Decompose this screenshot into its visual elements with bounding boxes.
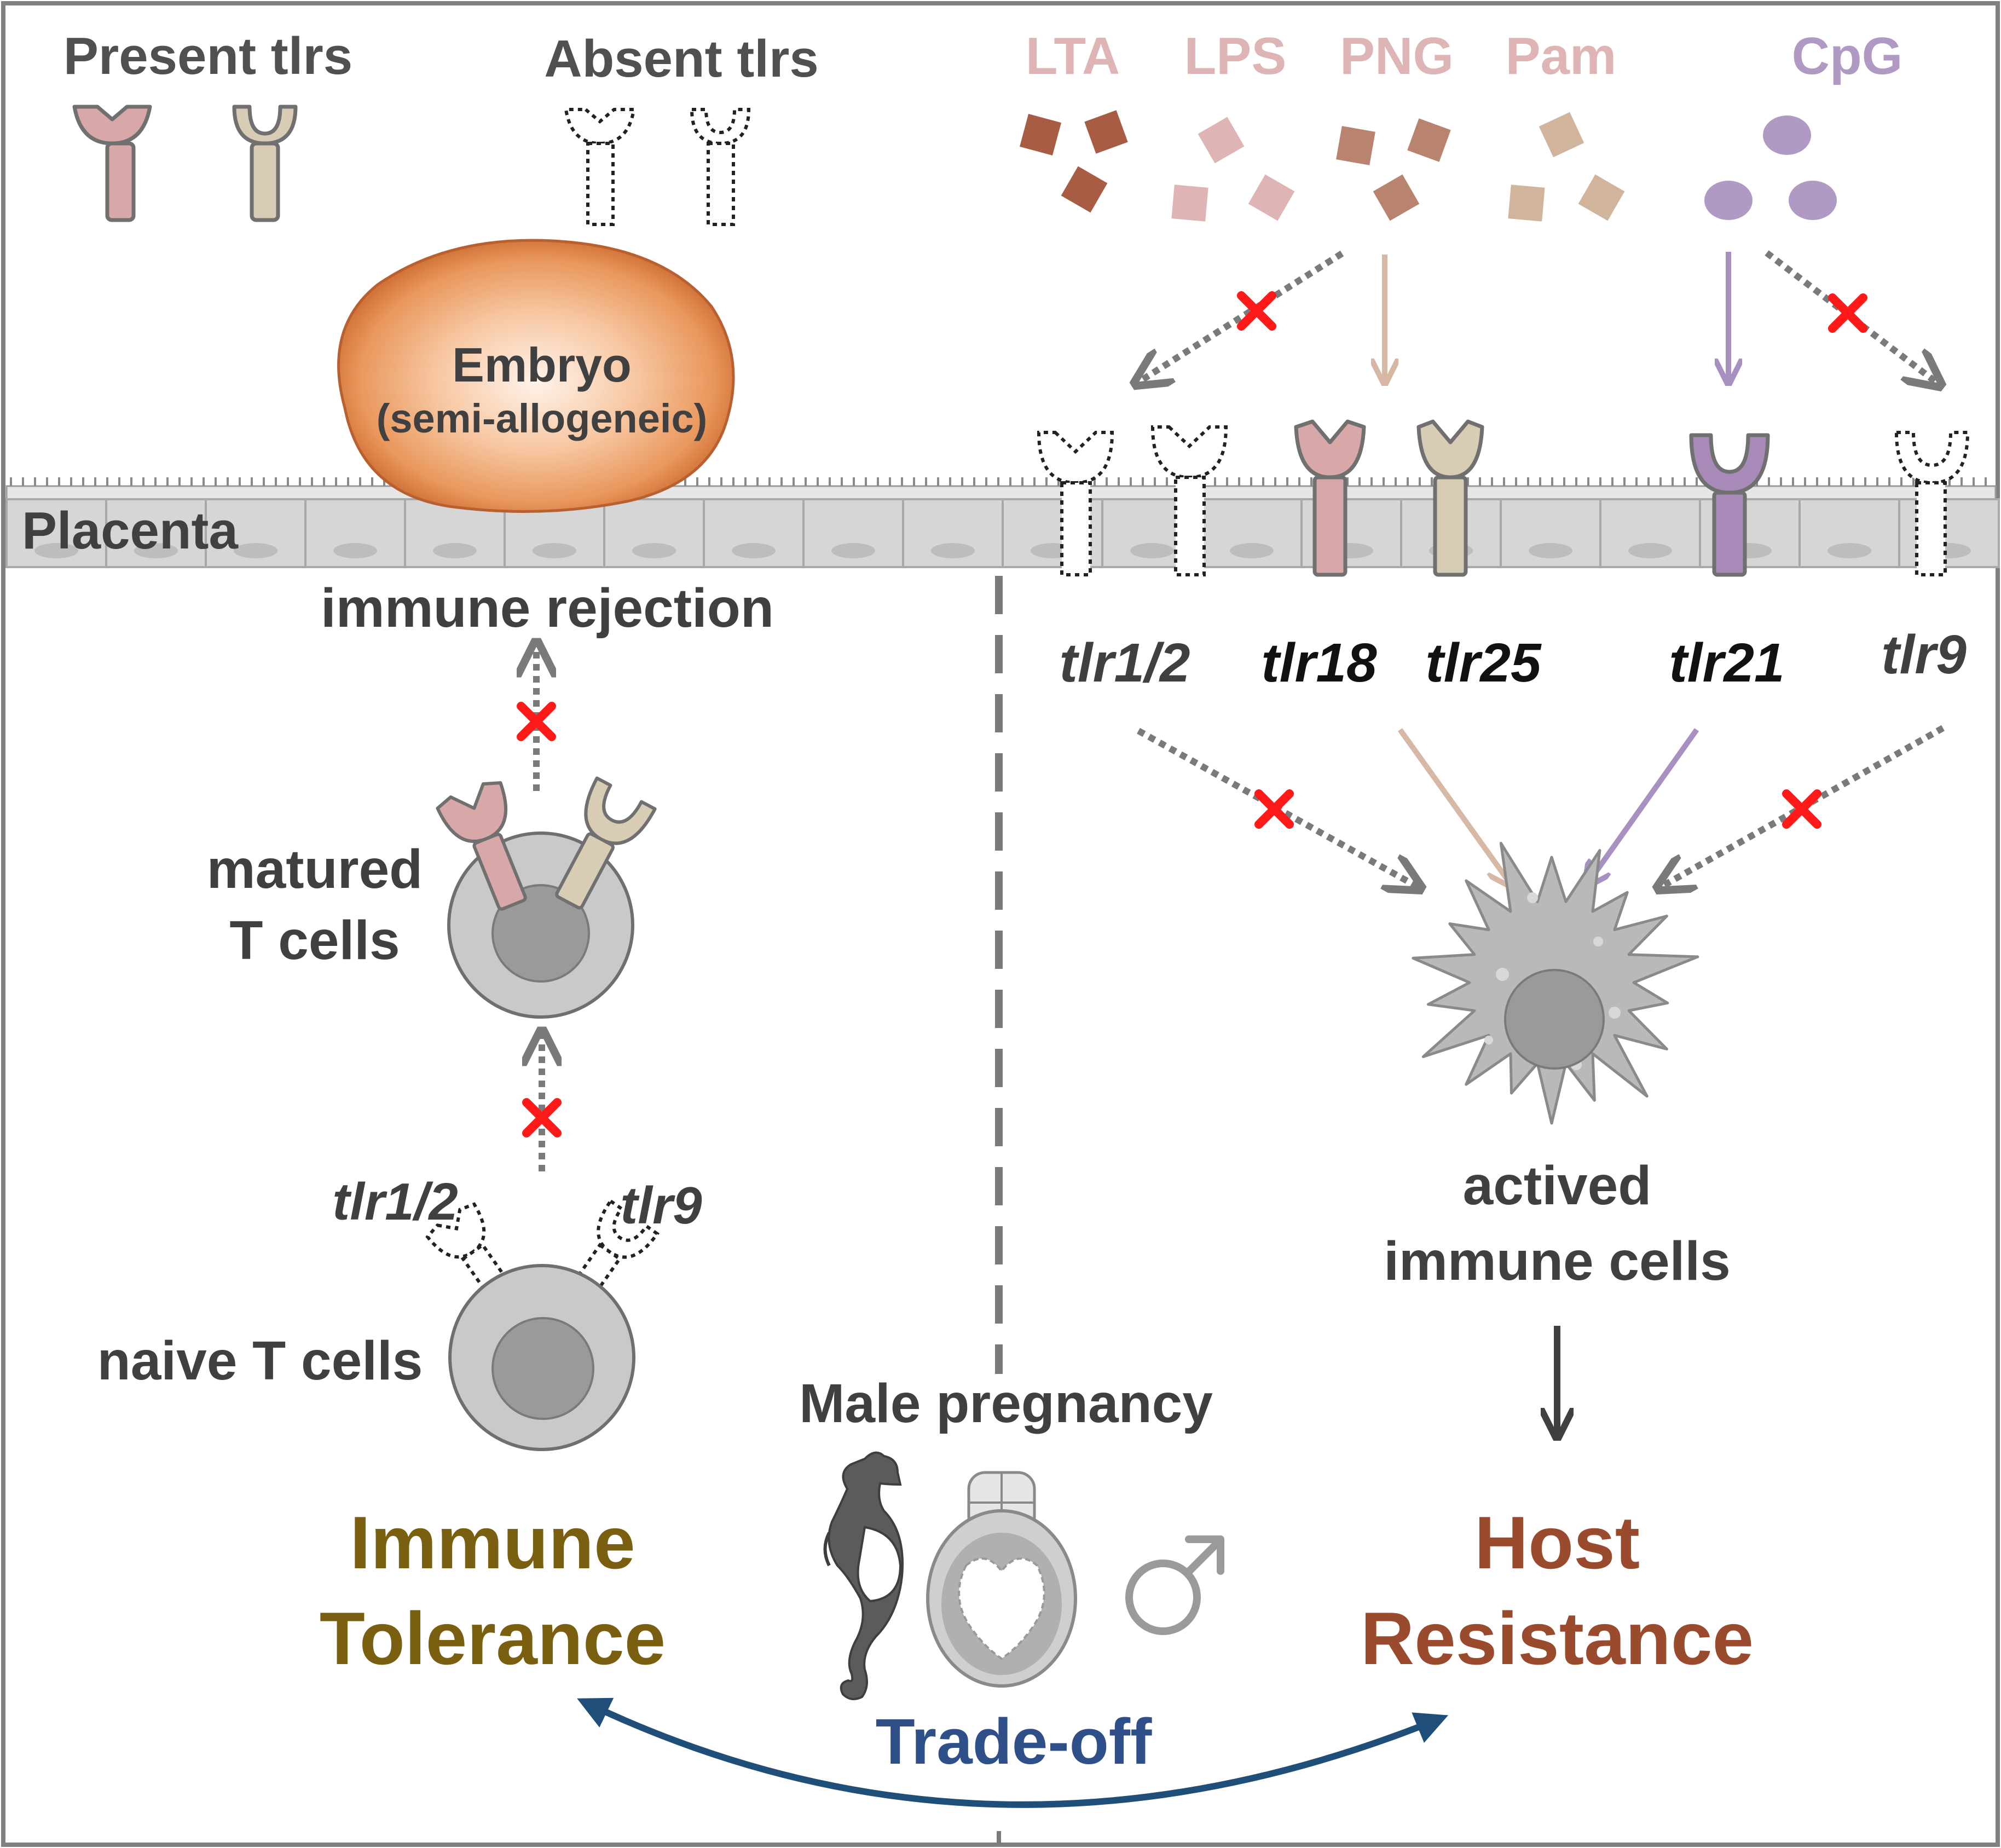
naive-tlr12-label: tlr1/2 [332,1173,458,1231]
blocked-x-icon [1832,298,1863,328]
placenta-receptor-tlr1 [1037,431,1114,576]
tradeoff-label: Trade-off [876,1706,1152,1778]
brood-pouch-icon [926,1471,1077,1688]
arrow-ligand-to-tlr12-blocked [1138,250,1344,382]
placenta-receptor-tlr2 [1150,425,1228,576]
naive-t-cells-label: naive T cells [97,1330,423,1391]
activated-immune-cells-line1: actived [1463,1155,1652,1216]
male-pregnancy-label: Male pregnancy [799,1373,1213,1434]
matured-t-cell [436,776,657,1019]
placenta-receptor-tlr18 [1294,419,1366,577]
legend-receptor-absent-1 [564,108,636,226]
placenta-receptor-tlr21 [1689,433,1770,577]
ligand-cpg-label: CpG [1792,27,1903,85]
placenta-receptor-tlr25 [1416,419,1484,577]
legend-receptor-pink [72,105,152,222]
matured-t-cells-label-1: matured [207,839,423,900]
tlr25-label: tlr25 [1425,632,1542,694]
arrow-tlr18-tlr25-to-cell [1397,728,1511,884]
blocked-x-icon [521,706,552,737]
ligand-pam-particles [1508,112,1625,222]
legend-receptor-beige [232,105,298,222]
placenta-label: Placenta [22,501,238,560]
ligand-lps-particles [1171,117,1295,222]
matured-t-cells-label-2: T cells [229,910,400,971]
host-resistance-line2: Resistance [1361,1597,1754,1680]
ligand-lta-label: LTA [1026,27,1120,85]
arrow-tlr21-to-cell [1587,728,1699,884]
embryo: Embryo (semi-allogeneic) [337,239,735,513]
tlr9-label: tlr9 [1881,624,1967,685]
immune-tolerance-line2: Tolerance [320,1597,666,1680]
naive-t-cell [425,1198,660,1451]
present-tlrs-label: Present tlrs [63,27,352,85]
ligand-cpg-particles [1704,116,1837,220]
tlr18-label: tlr18 [1261,632,1377,694]
tradeoff-arrow [577,1697,1449,1808]
ligand-pam-label: Pam [1506,27,1617,85]
ligand-lps-label: LPS [1184,27,1287,85]
activated-immune-cell-icon [1412,841,1699,1125]
absent-tlrs-label: Absent tlrs [544,30,818,88]
tlr21-label: tlr21 [1669,632,1784,694]
ligand-lta-particles [1020,110,1128,213]
immune-tolerance-line1: Immune [350,1501,635,1584]
blocked-x-icon [1259,794,1289,824]
host-resistance-line1: Host [1474,1501,1640,1584]
legend-receptor-absent-2 [690,108,751,226]
embryo-subtitle: (semi-allogeneic) [377,396,708,441]
ligand-png-particles [1336,118,1451,221]
embryo-title: Embryo [452,338,632,392]
ligand-png-label: PNG [1340,27,1454,85]
seahorse-icon [823,1451,904,1700]
male-symbol-icon [1125,1535,1224,1635]
naive-tlr9-label: tlr9 [620,1176,702,1235]
blocked-x-icon [1786,794,1817,824]
activated-immune-cells-line2: immune cells [1384,1231,1731,1292]
tlr12-label: tlr1/2 [1059,632,1190,694]
placenta-layer [5,477,2000,568]
placenta-receptor-tlr9 [1894,431,1970,576]
immune-rejection-label: immune rejection [321,578,774,639]
